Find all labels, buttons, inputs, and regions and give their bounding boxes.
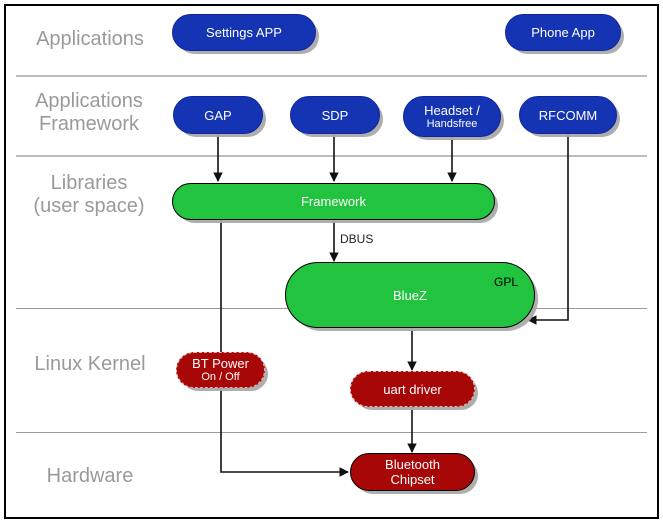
node-label: Headset / [424,102,480,118]
edge-framework-to-bluetooth-chipset [220,220,349,477]
node-label: Framework [300,194,366,209]
node-label: BlueZ [393,287,427,303]
layer-label-applications: Applications [36,28,144,50]
node-label: SDP [321,107,349,123]
node-label: GAP [204,107,232,123]
node-gap[interactable]: GAP [173,96,263,134]
separator-linux-kernel [16,432,647,433]
node-sublabel: Chipset [390,472,435,487]
node-label: uart driver [383,381,442,397]
node-sdp[interactable]: SDP [290,96,380,134]
edge-rfcomm-to-bluez [527,134,569,325]
node-license-badge: GPL [493,275,518,289]
edge-label-dbus: DBUS [340,232,374,246]
node-label: Bluetooth [385,457,440,472]
node-framework[interactable]: Framework [172,183,495,220]
node-rfcomm[interactable]: RFCOMM [519,96,617,134]
node-label: BT Power [192,356,249,371]
node-label: Phone App [531,25,595,40]
node-bluez[interactable]: GPL BlueZ [285,262,535,328]
node-sublabel: Handsfree [426,117,478,130]
node-uart-driver[interactable]: uart driver [350,371,475,407]
layer-label-libraries: Libraries (user space) [33,172,145,217]
node-label: Settings APP [206,25,282,40]
node-phone-app[interactable]: Phone App [505,14,621,51]
node-sublabel: On / Off [201,371,240,383]
layer-label-applications-framework: Applications Framework [35,90,143,135]
separator-applications-framework [16,155,647,157]
node-headset-handsfree[interactable]: Headset / Handsfree [403,96,501,137]
node-settings-app[interactable]: Settings APP [172,14,316,51]
node-bluetooth-chipset[interactable]: Bluetooth Chipset [350,453,475,491]
layer-label-hardware: Hardware [46,465,134,487]
diagram-outer-border [4,4,659,519]
node-bt-power[interactable]: BT Power On / Off [176,352,265,388]
layer-label-linux-kernel: Linux Kernel [34,353,146,375]
node-label: RFCOMM [538,107,598,123]
separator-applications [16,75,647,77]
